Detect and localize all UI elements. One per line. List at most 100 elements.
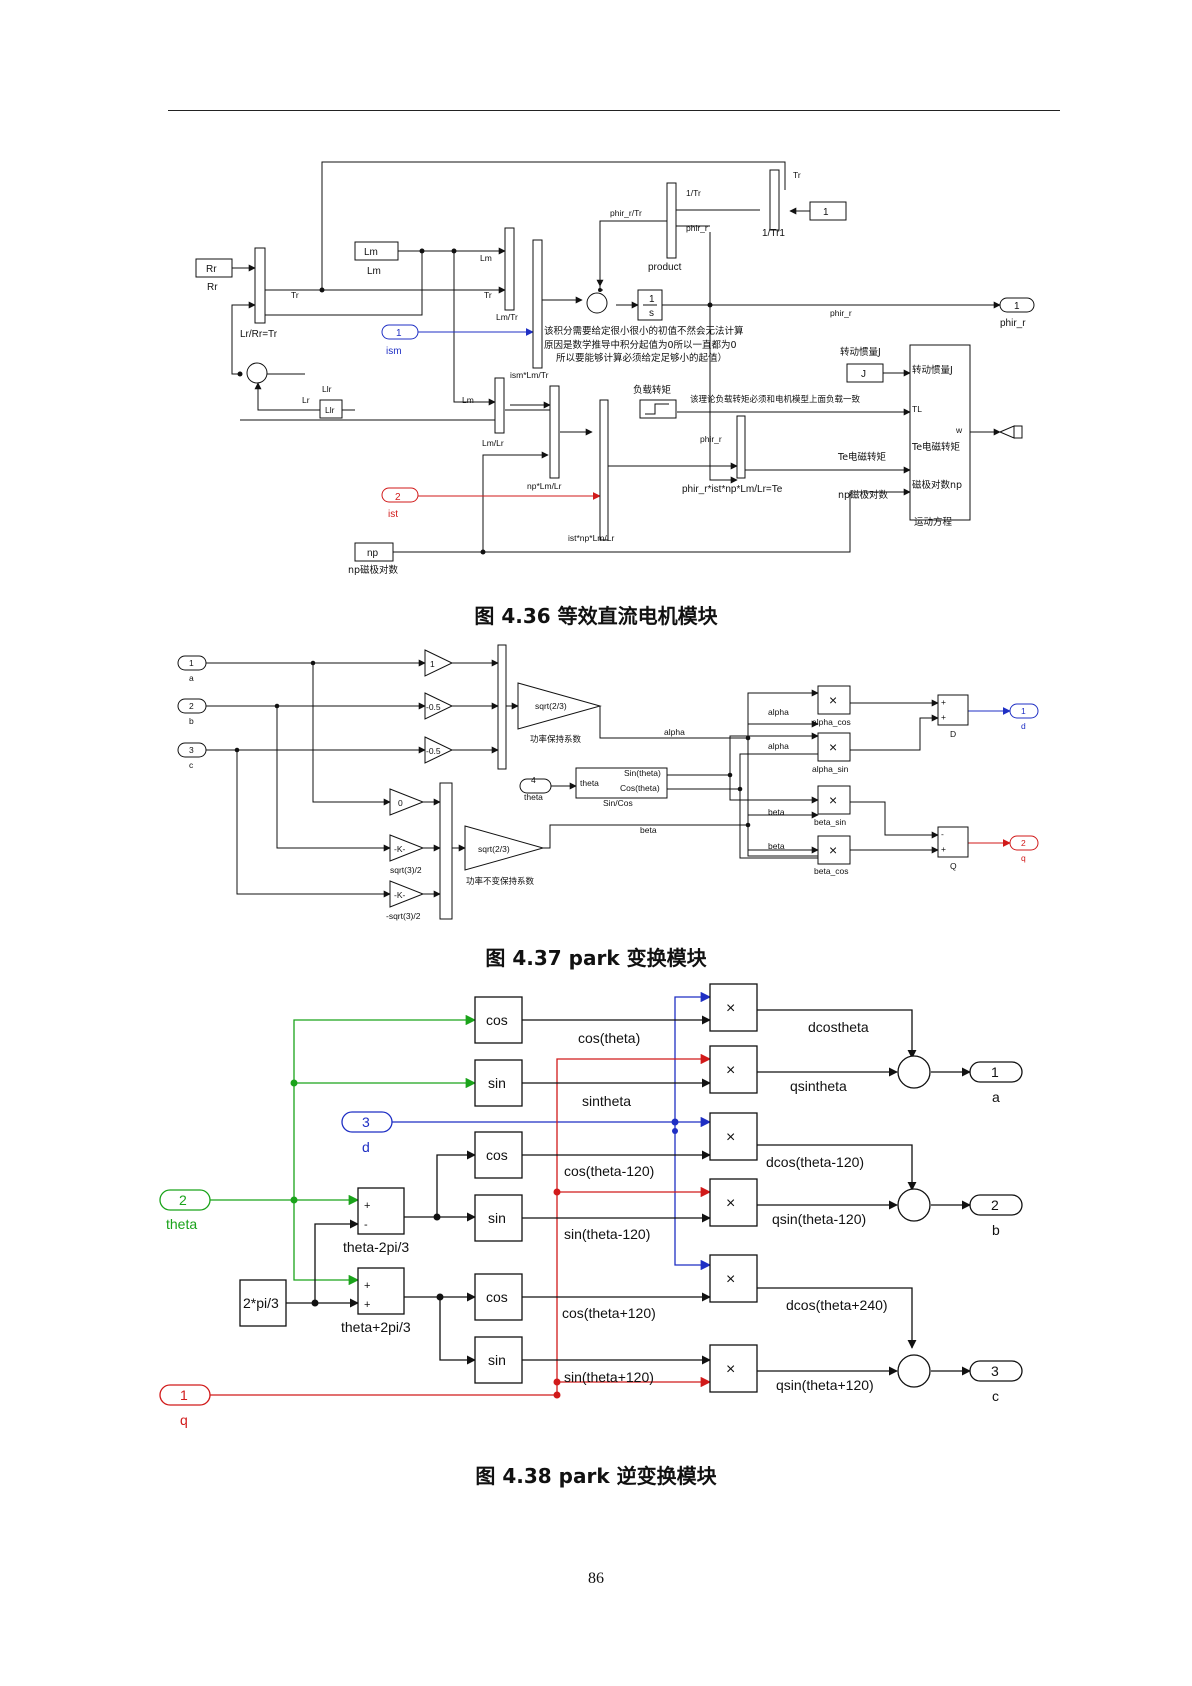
- svg-text:cos: cos: [486, 1289, 508, 1305]
- svg-text:np磁极对数: np磁极对数: [348, 564, 399, 576]
- svg-text:beta: beta: [640, 825, 657, 835]
- svg-text:1/Tr1: 1/Tr1: [762, 228, 785, 239]
- svg-text:Lm/Tr: Lm/Tr: [496, 312, 518, 322]
- svg-text:sqrt(2/3): sqrt(2/3): [478, 844, 510, 854]
- svg-text:-K-: -K-: [394, 890, 406, 900]
- svg-text:1: 1: [189, 658, 194, 668]
- svg-text:q: q: [180, 1412, 188, 1428]
- svg-text:功率保持系数: 功率保持系数: [530, 734, 582, 745]
- svg-text:sin: sin: [488, 1352, 506, 1368]
- svg-text:Llr: Llr: [325, 405, 335, 415]
- figure-4-37-caption: 图 4.37 park 变换模块: [485, 946, 707, 970]
- svg-text:theta-2pi/3: theta-2pi/3: [343, 1239, 409, 1255]
- svg-text:Tr: Tr: [291, 290, 299, 300]
- svg-text:转动惯量J: 转动惯量J: [912, 364, 953, 376]
- svg-text:所以要能够计算必须给定足够小的起值）: 所以要能够计算必须给定足够小的起值）: [556, 352, 727, 364]
- svg-text:3: 3: [991, 1363, 999, 1379]
- svg-text:Sin/Cos: Sin/Cos: [603, 798, 633, 808]
- svg-text:-0.5: -0.5: [426, 702, 441, 712]
- svg-text:w: w: [955, 425, 963, 435]
- svg-text:qsin(theta-120): qsin(theta-120): [772, 1211, 866, 1227]
- svg-text:×: ×: [829, 739, 837, 755]
- svg-text:Llr: Llr: [322, 384, 332, 394]
- figure-4-36-caption: 图 4.36 等效直流电机模块: [474, 604, 718, 628]
- svg-text:theta: theta: [580, 778, 599, 788]
- page-number: 86: [588, 1570, 604, 1587]
- svg-text:1: 1: [180, 1387, 188, 1403]
- svg-text:Te电磁转矩: Te电磁转矩: [911, 441, 961, 453]
- svg-text:sin(theta+120): sin(theta+120): [564, 1369, 654, 1385]
- svg-text:D: D: [950, 729, 956, 739]
- svg-text:×: ×: [829, 792, 837, 808]
- svg-text:1: 1: [1014, 301, 1020, 312]
- svg-text:3: 3: [362, 1114, 370, 1130]
- svg-text:TL: TL: [912, 404, 922, 414]
- svg-text:磁极对数np: 磁极对数np: [912, 479, 962, 491]
- svg-text:phir_r: phir_r: [1000, 318, 1026, 329]
- svg-text:sqrt(3)/2: sqrt(3)/2: [390, 865, 422, 875]
- svg-text:2: 2: [1021, 838, 1026, 848]
- svg-text:ist: ist: [388, 509, 398, 520]
- figure-4-37-labels: 1 a 2 b 3 c 1 -0.5 -0.5 sqrt(2/3) 功率保持系数…: [189, 658, 1026, 921]
- figure-4-38: [159, 983, 1023, 1406]
- svg-text:×: ×: [829, 692, 837, 708]
- svg-text:sin(theta-120): sin(theta-120): [564, 1226, 650, 1242]
- svg-text:cos(theta-120): cos(theta-120): [564, 1163, 654, 1179]
- svg-text:b: b: [992, 1222, 1000, 1238]
- svg-text:Lm: Lm: [462, 395, 474, 405]
- svg-text:该积分需要给定很小很小的初值不然会无法计算: 该积分需要给定很小很小的初值不然会无法计算: [544, 325, 744, 337]
- svg-text:Tr: Tr: [484, 290, 492, 300]
- svg-text:ism: ism: [386, 346, 402, 357]
- svg-text:dcos(theta-120): dcos(theta-120): [766, 1154, 864, 1170]
- svg-text:Lr: Lr: [302, 395, 310, 405]
- svg-text:运动方程: 运动方程: [914, 516, 953, 528]
- svg-text:theta: theta: [166, 1216, 197, 1232]
- figure-4-36-labels: Rr Rr Lr/Rr=Tr Lm Lm Tr Lm Tr Lm/Tr ism*…: [206, 170, 1026, 576]
- svg-text:np: np: [367, 548, 379, 559]
- svg-text:c: c: [992, 1388, 999, 1404]
- svg-text:beta_cos: beta_cos: [814, 866, 849, 876]
- svg-text:product: product: [648, 262, 682, 273]
- svg-text:×: ×: [726, 1129, 735, 1146]
- svg-text:phir_r: phir_r: [686, 223, 708, 233]
- svg-text:theta: theta: [524, 792, 543, 802]
- svg-text:qsintheta: qsintheta: [790, 1078, 847, 1094]
- svg-text:Lr/Rr=Tr: Lr/Rr=Tr: [240, 329, 278, 340]
- svg-text:Lm: Lm: [364, 247, 378, 258]
- svg-text:功率不变保持系数: 功率不变保持系数: [466, 876, 535, 887]
- svg-text:alpha_sin: alpha_sin: [812, 764, 849, 774]
- svg-text:np磁极对数: np磁极对数: [838, 489, 889, 501]
- svg-text:×: ×: [726, 1062, 735, 1079]
- svg-text:c: c: [189, 760, 194, 770]
- svg-text:phir_r*ist*np*Lm/Lr=Te: phir_r*ist*np*Lm/Lr=Te: [682, 484, 783, 495]
- svg-text:+: +: [364, 1200, 370, 1212]
- svg-text:+: +: [941, 697, 946, 707]
- svg-text:sin: sin: [488, 1075, 506, 1091]
- figure-4-37: [177, 644, 1039, 920]
- svg-text:d: d: [1021, 721, 1026, 731]
- svg-text:2*pi/3: 2*pi/3: [243, 1295, 279, 1311]
- svg-text:qsin(theta+120): qsin(theta+120): [776, 1377, 874, 1393]
- svg-text:Lm: Lm: [367, 266, 381, 277]
- svg-text:Sin(theta): Sin(theta): [624, 768, 661, 778]
- svg-text:beta_sin: beta_sin: [814, 817, 846, 827]
- svg-text:-: -: [364, 1219, 368, 1231]
- svg-text:×: ×: [726, 1271, 735, 1288]
- svg-text:phir_r: phir_r: [830, 308, 852, 318]
- svg-text:负载转矩: 负载转矩: [633, 384, 672, 396]
- svg-text:alpha_cos: alpha_cos: [812, 717, 851, 727]
- figure-4-36: [195, 161, 1035, 562]
- svg-text:b: b: [189, 716, 194, 726]
- svg-text:Q: Q: [950, 861, 957, 871]
- svg-text:ism*Lm/Tr: ism*Lm/Tr: [510, 370, 549, 380]
- svg-text:该理论负载转矩必须和电机模型上面负载一致: 该理论负载转矩必须和电机模型上面负载一致: [690, 394, 861, 405]
- svg-text:Lm: Lm: [480, 253, 492, 263]
- svg-text:2: 2: [991, 1197, 999, 1213]
- svg-text:0: 0: [398, 798, 403, 808]
- svg-text:×: ×: [726, 1195, 735, 1212]
- svg-text:1: 1: [991, 1064, 999, 1080]
- svg-text:Cos(theta): Cos(theta): [620, 783, 660, 793]
- svg-text:a: a: [992, 1089, 1000, 1105]
- svg-text:a: a: [189, 673, 194, 683]
- svg-text:3: 3: [189, 745, 194, 755]
